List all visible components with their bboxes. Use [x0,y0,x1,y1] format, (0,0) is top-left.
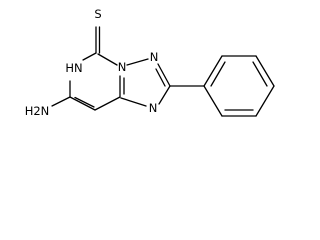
atom-label-triazole-n-bottom: N [149,101,158,115]
atom-label-triazole-n-top: N [150,50,159,64]
atom-label-nh: HN [65,61,82,75]
bond-cs-nh [82,52,97,61]
bond-cs-n-bridge [97,53,118,66]
atom-label-sulfur: S [94,7,101,21]
phenyl-bond-3 [255,55,275,87]
bond-n-bottom-c-fused [120,97,147,107]
atom-label-bridgehead-n: N [118,60,127,74]
phenyl-bond-4 [255,85,275,117]
bond-n-bridge-n-top [126,58,149,66]
bond-c-phenyl-n-bottom [158,85,171,105]
bond-c-amino-ch-inner [74,96,95,108]
bond-n-top-c-phenyl [157,63,171,87]
bond-n-top-c-phenyl-inner [155,68,166,87]
bond-ch-c-fused [94,96,121,111]
bond-c-amino-nh2 [51,96,71,107]
phenyl-bond-6 [203,85,223,117]
phenyl-bond-1 [203,55,223,87]
structure-diagram: S HN N N N H2N [25,7,275,118]
bond-c-amino-ch [69,96,96,111]
phenyl-inner-bond-2 [252,61,268,87]
atom-label-amino: H2N [25,104,50,118]
phenyl-inner-bond-1 [210,61,226,87]
